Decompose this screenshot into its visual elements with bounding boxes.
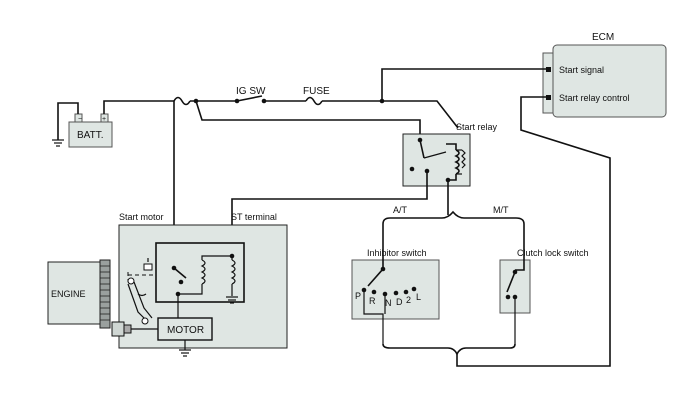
fusible-link-icon [173,96,191,106]
ecm-module: ECM Start signal Start relay control [542,32,667,118]
battery: − + BATT. [68,113,113,148]
battery-label: BATT. [77,130,103,141]
gear-n-label: N [385,298,392,308]
start-relay-label: Start relay [456,122,498,132]
gear-l-label: L [416,292,421,302]
ig-switch-icon [236,95,263,102]
start-signal-pin [546,67,551,72]
battery-ground [52,102,79,147]
clutch-lock-switch: Clutch lock switch [499,224,589,344]
start-relay-control-label: Start relay control [559,93,630,103]
start-relay-control-wire [456,96,611,367]
mt-label: M/T [493,205,509,215]
start-signal-wire [381,68,546,101]
inhibitor-switch: Inhibitor switch P R N D 2 L [351,224,440,344]
motor-label: MOTOR [167,325,204,336]
gear-p-label: P [355,291,361,301]
fuse-label: FUSE [303,86,330,97]
battery-minus-icon: − [78,116,82,123]
pinion-gear-icon [111,321,125,337]
relay-feed-wire [382,100,459,129]
flywheel-ring-gear-icon [99,259,111,329]
solenoid-coil-2-icon [200,259,206,285]
battery-to-relay-wire [195,100,421,136]
relay-resistor-icon [461,149,466,169]
ig-sw-label: IG SW [236,86,266,97]
engine-label: ENGINE [51,289,86,299]
gear-2-label: 2 [406,295,411,305]
solenoid-box [155,242,245,303]
battery-plus-icon: + [102,116,106,123]
gear-r-label: R [369,296,376,306]
start-motor-label: Start motor [119,212,164,222]
solenoid-coil-icon [230,259,236,285]
start-relay: Start relay [402,122,498,187]
engine: ENGINE [47,259,111,329]
st-terminal-label: ST terminal [231,212,277,222]
at-mt-brace [382,210,525,225]
fuse-icon [305,96,323,106]
clutch-lock-switch-label: Clutch lock switch [517,248,589,258]
inhibitor-switch-label: Inhibitor switch [367,248,427,258]
start-motor: Start motor ST terminal [111,212,288,357]
start-signal-label: Start signal [559,65,604,75]
gear-d-label: D [396,297,403,307]
switch-output-brace [382,343,516,356]
relay-coil-icon [454,149,460,175]
start-relay-control-pin [546,95,551,100]
ecm-label: ECM [592,32,614,43]
at-label: A/T [393,205,408,215]
plunger-icon [143,263,153,271]
main-power-line: IG SW FUSE [103,86,385,114]
